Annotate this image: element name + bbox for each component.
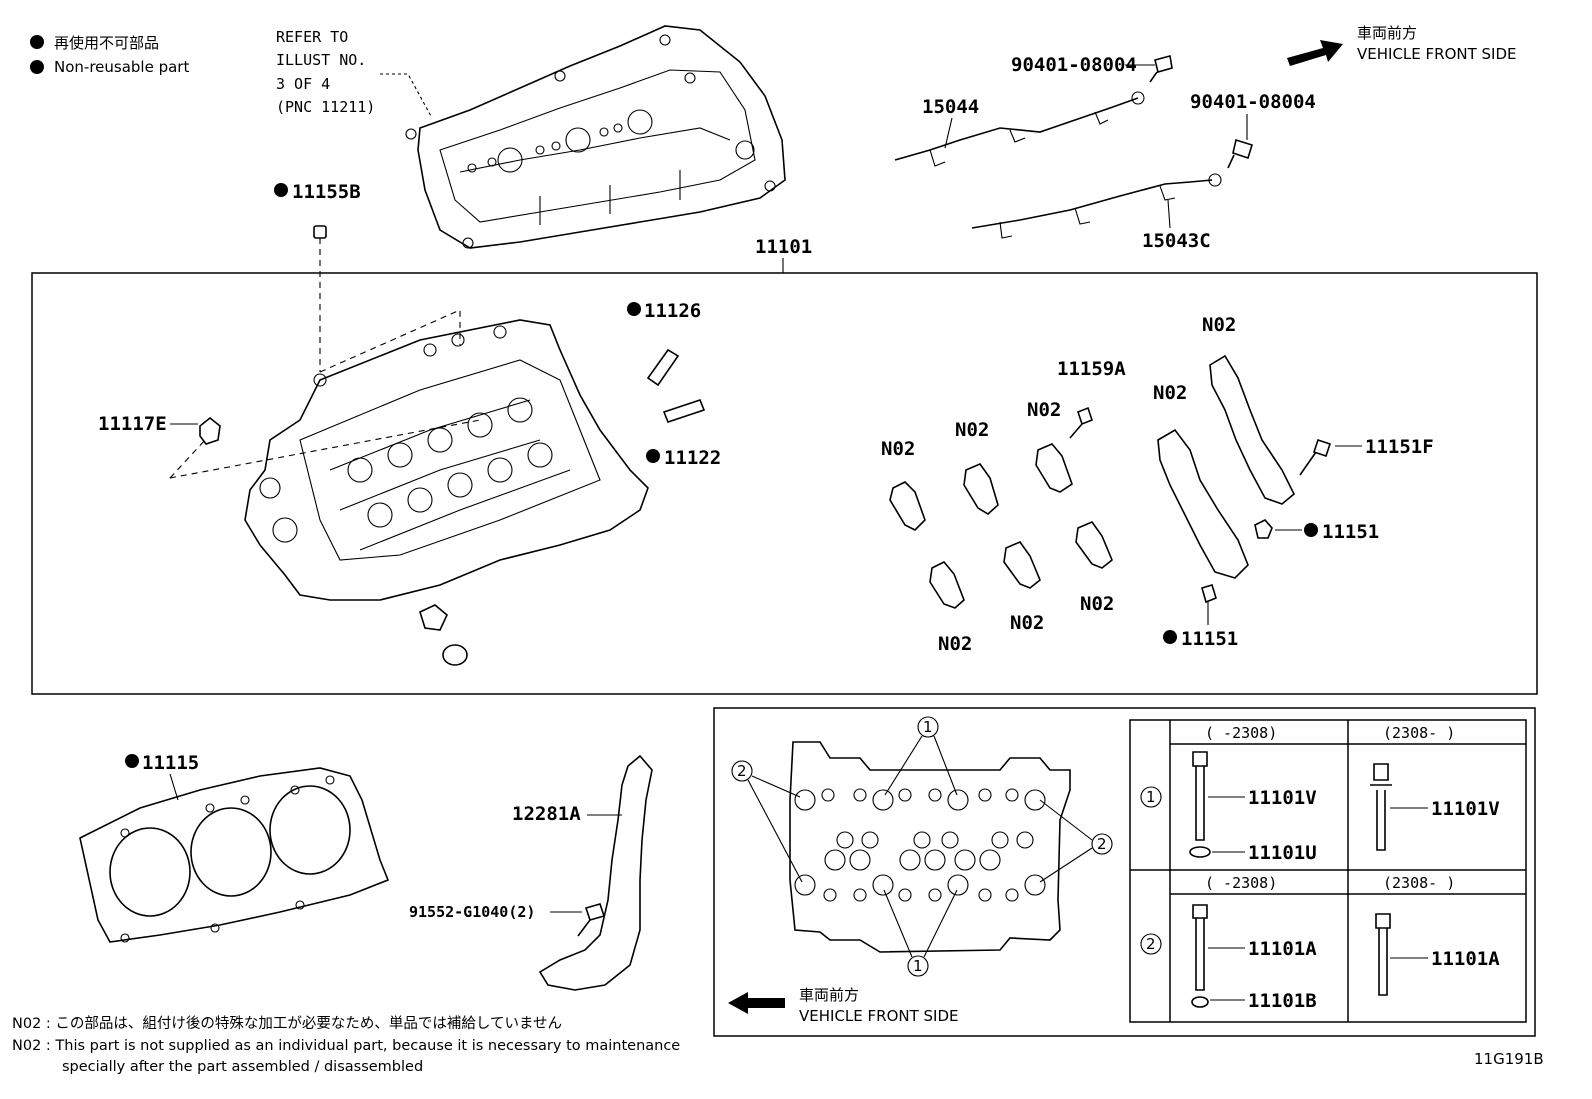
- part-11151F: 11151F: [1299, 436, 1434, 476]
- legend-en: Non-reusable part: [54, 58, 189, 76]
- label-n02-2: N02: [955, 419, 989, 441]
- label-11151-a: 11151: [1322, 521, 1379, 543]
- notes: N02 : この部品は、組付け後の特殊な加工が必要なため、単品では補給していませ…: [12, 1015, 680, 1075]
- part-11117E: 11117E: [98, 413, 221, 445]
- callout-2-left-text: 2: [737, 762, 747, 780]
- row1-marker-text: 1: [1146, 788, 1156, 806]
- front-bottom-en: VEHICLE FRONT SIDE: [799, 1007, 959, 1025]
- part-11122: 11122: [646, 399, 721, 469]
- label-n02-6: N02: [1080, 593, 1114, 615]
- non-reusable-dot-icon: [627, 302, 641, 316]
- label-n02-5: N02: [1010, 612, 1044, 634]
- label-n02-3: N02: [1027, 399, 1061, 421]
- row2-new-bolt: 11101A: [1431, 948, 1500, 970]
- part-11115: 11115: [79, 752, 390, 943]
- part-11151-b: 11151: [1163, 584, 1238, 650]
- label-n02-1: N02: [881, 438, 915, 460]
- note-en-2: specially after the part assembled / dis…: [62, 1059, 423, 1075]
- row2-marker: [1140, 933, 1162, 955]
- label-11151-b: 11151: [1181, 628, 1238, 650]
- legend: 再使用不可部品 Non-reusable part: [30, 34, 189, 76]
- part-11155B: 11155B: [274, 181, 361, 372]
- label-11159A: 11159A: [1057, 358, 1126, 380]
- part-91552-G1040: 91552-G1040(2): [409, 903, 606, 937]
- row1-new-bolt: 11101V: [1431, 798, 1500, 820]
- cylinder-head-cover-drawing: [405, 25, 786, 249]
- table-header-old-2: ( -2308): [1205, 874, 1277, 892]
- arrow-left-icon: [728, 992, 785, 1014]
- table-header-new-1: (2308- ): [1383, 724, 1455, 742]
- callout-1-bottom: [907, 955, 929, 977]
- refer-line-1: REFER TO: [276, 28, 348, 46]
- non-reusable-dot-icon: [274, 183, 288, 197]
- label-15043C: 15043C: [1142, 230, 1211, 252]
- non-reusable-dot-icon: [646, 449, 660, 463]
- bolt-inset-frame: [713, 707, 1536, 1037]
- note-en-1: N02 : This part is not supplied as an in…: [12, 1038, 680, 1054]
- cylinder-head-assembly-frame: [31, 272, 1538, 695]
- row2-marker-text: 2: [1146, 935, 1156, 953]
- label-11122: 11122: [664, 447, 721, 469]
- inset-head-topview: [789, 741, 1071, 953]
- part-15043C: 15043C: [971, 173, 1222, 252]
- label-11151F: 11151F: [1365, 436, 1434, 458]
- label-11101: 11101: [755, 236, 812, 258]
- non-reusable-dot-icon: [125, 754, 139, 768]
- label-90401-b: 90401-08004: [1190, 91, 1316, 113]
- refer-line-2: ILLUST NO.: [276, 51, 366, 69]
- part-11159A: 11159A: [1057, 358, 1126, 439]
- row1-marker: [1140, 786, 1162, 808]
- label-11155B: 11155B: [292, 181, 361, 203]
- part-15044: 15044: [894, 91, 1145, 167]
- row2-old-bolt: 11101A: [1248, 938, 1317, 960]
- part-11151-a: 11151: [1254, 519, 1379, 543]
- table-header-old-1: ( -2308): [1205, 724, 1277, 742]
- label-n02-8: N02: [1202, 314, 1236, 336]
- label-91552: 91552-G1040(2): [409, 903, 535, 921]
- arrow-icon: [1287, 40, 1343, 66]
- cylinder-head-drawing: [169, 309, 649, 666]
- front-top-en: VEHICLE FRONT SIDE: [1357, 45, 1517, 63]
- label-11115: 11115: [142, 752, 199, 774]
- figure-id: 11G191B: [1474, 1050, 1544, 1068]
- note-jp: N02 : この部品は、組付け後の特殊な加工が必要なため、単品では補給していませ…: [12, 1015, 562, 1032]
- refer-line-4: (PNC 11211): [276, 98, 375, 116]
- table-header-new-2: (2308- ): [1383, 874, 1455, 892]
- label-11117E: 11117E: [98, 413, 167, 435]
- callout-1-top-text: 1: [923, 718, 933, 736]
- non-reusable-dot-icon: [1304, 523, 1318, 537]
- front-top-jp: 車両前方: [1357, 24, 1417, 42]
- non-reusable-dot-icon: [1163, 630, 1177, 644]
- row1-old-bolt: 11101V: [1248, 787, 1317, 809]
- inset-callouts: 1 1 2 2: [731, 716, 1113, 977]
- legend-jp: 再使用不可部品: [54, 34, 159, 52]
- vehicle-front-indicator-bottom: 車両前方 VEHICLE FRONT SIDE: [728, 986, 959, 1025]
- label-n02-7: N02: [1153, 382, 1187, 404]
- refer-note: REFER TO ILLUST NO. 3 OF 4 (PNC 11211): [276, 28, 433, 119]
- callout-2-right: [1091, 833, 1113, 855]
- bearing-caps: N02 N02 N02 N02 N02 N02 N02 N02: [881, 314, 1295, 655]
- part-90401-08004-a: 90401-08004: [1011, 54, 1173, 83]
- bolt-table: ( -2308) (2308- ) ( -2308) (2308- ) 1 2 …: [1129, 719, 1527, 1023]
- label-n02-4: N02: [938, 633, 972, 655]
- non-reusable-dot-icon: [30, 60, 44, 74]
- label-90401-a: 90401-08004: [1011, 54, 1137, 76]
- front-bottom-jp: 車両前方: [799, 986, 859, 1004]
- callout-2-right-text: 2: [1097, 835, 1107, 853]
- row2-old-washer: 11101B: [1248, 990, 1317, 1012]
- vehicle-front-indicator-top: 車両前方 VEHICLE FRONT SIDE: [1287, 24, 1517, 66]
- row1-old-washer: 11101U: [1248, 842, 1317, 864]
- label-12281A: 12281A: [512, 803, 581, 825]
- label-11126: 11126: [644, 300, 701, 322]
- callout-2-left: [731, 760, 753, 782]
- non-reusable-dot-icon: [30, 35, 44, 49]
- refer-line-3: 3 OF 4: [276, 75, 330, 93]
- callout-1-bottom-text: 1: [913, 957, 923, 975]
- part-12281A: 12281A: [512, 754, 653, 991]
- callout-1-top: [917, 716, 939, 738]
- label-15044: 15044: [922, 96, 979, 118]
- part-90401-08004-b: 90401-08004: [1190, 91, 1316, 169]
- part-11126: 11126: [627, 300, 701, 387]
